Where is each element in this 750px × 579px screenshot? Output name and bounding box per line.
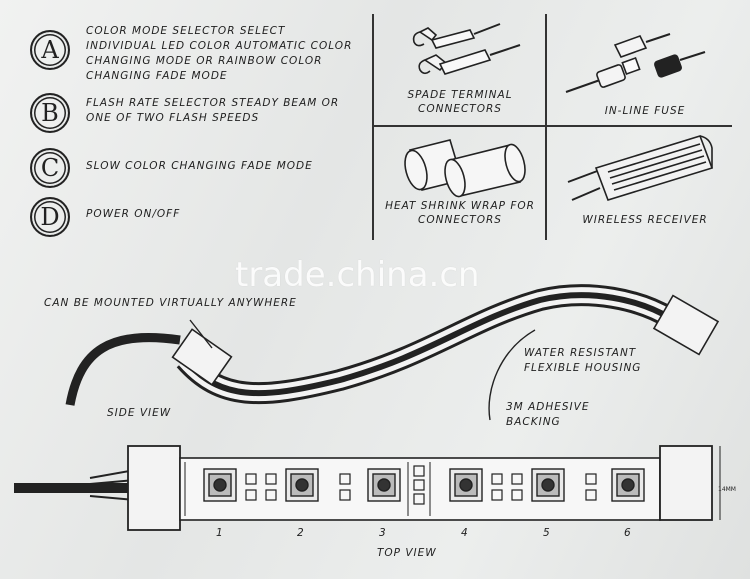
watermark: trade.china.cn [235,255,480,295]
led-number: 1 [216,527,224,539]
spade-connector-icon [412,23,521,75]
side-view-strip [65,284,720,421]
legend-text: SLOW COLOR CHANGING FADE MODE [86,160,313,172]
legend-badge: D [30,197,70,237]
legend-text: FLASH RATE SELECTOR STEADY BEAM OR ONE O… [86,97,340,124]
legend-text: COLOR MODE SELECTOR SELECT INDIVIDUAL LE… [86,25,353,82]
fuse-icon [565,33,706,93]
grid-divider-vertical-left [372,14,374,240]
led-number: 6 [624,527,632,539]
legend-item-a: A COLOR MODE SELECTOR SELECT INDIVIDUAL … [30,25,356,84]
legend-item-d: D POWER ON/OFF [30,197,356,237]
top-view-label: TOP VIEW [377,547,437,559]
grid-divider-horizontal [372,125,732,127]
led-number: 2 [297,527,305,539]
width-label: 14MM [718,486,736,493]
legend-item-c: C SLOW COLOR CHANGING FADE MODE [30,148,356,188]
resistors [245,465,597,505]
legend-badge: B [30,93,70,133]
heat-shrink-icon [404,139,526,198]
led-number: 3 [379,527,387,539]
side-view-label: SIDE VIEW [107,407,172,419]
receiver-label: WIRELESS RECEIVER [582,214,708,226]
grid-divider-vertical-mid [545,14,547,240]
legend-item-b: B FLASH RATE SELECTOR STEADY BEAM OR ONE… [30,93,356,133]
legend-badge: A [30,30,70,70]
receiver-icon [567,135,714,201]
led-chips [203,468,645,502]
heat-shrink-label: HEAT SHRINK WRAP FOR CONNECTORS [385,200,535,226]
mounted-label: CAN BE MOUNTED VIRTUALLY ANYWHERE [44,297,297,309]
adhesive-label: 3M ADHESIVE BACKING [506,401,590,428]
spade-label: SPADE TERMINAL CONNECTORS [407,89,513,115]
led-number: 4 [461,527,469,539]
led-number: 5 [543,527,551,539]
housing-label: WATER RESISTANT FLEXIBLE HOUSING [524,347,642,374]
fuse-label: IN-LINE FUSE [604,105,686,117]
legend-text: POWER ON/OFF [86,208,181,220]
legend-badge: C [30,148,70,188]
